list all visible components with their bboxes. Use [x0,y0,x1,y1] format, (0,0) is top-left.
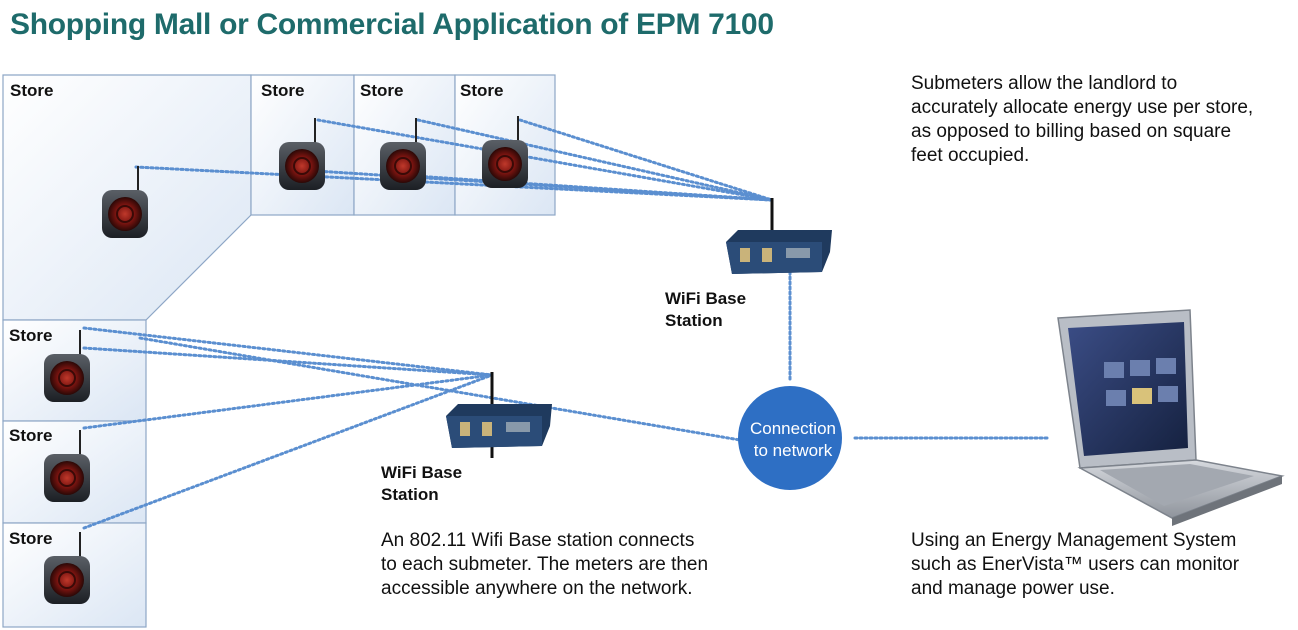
wifi-base-station-icon [726,198,832,274]
link-line [82,346,494,377]
wifi-base-station-label: WiFi Base Station [665,289,747,330]
meter-icon [44,430,90,502]
link-line [82,373,494,430]
page-title: Shopping Mall or Commercial Application … [10,8,774,41]
meter-icon [279,118,325,190]
wifi-description: An 802.11 Wifi Base station connects to … [381,530,709,599]
ems-description: Using an Energy Management System such a… [911,530,1240,599]
wifi-base-station-icon [446,372,552,458]
link-line [82,326,494,377]
store-label: Store [10,81,54,100]
meter-icon [102,166,148,238]
submeter-description: Submeters allow the landlord to accurate… [911,73,1254,166]
store-label: Store [9,326,53,345]
meter-icon [44,330,90,402]
link-line [498,180,774,202]
meter-icon [482,116,528,188]
store-label: Store [460,81,504,100]
connection-node [738,386,842,490]
link-line [518,118,774,202]
store-label: Store [261,81,305,100]
link-line [416,118,774,202]
wireless-links [82,118,1052,530]
link-line [316,118,774,202]
store-label: Store [9,426,53,445]
meter-icon [44,532,90,604]
link-line [138,336,742,442]
meter-icon [380,118,426,190]
store-label: Store [9,529,53,548]
laptop-icon [1057,309,1285,526]
connection-label: Connection to network [749,419,836,460]
store-label: Store [360,81,404,100]
wifi-base-station-label: WiFi Base Station [381,463,463,504]
link-line [82,373,494,530]
